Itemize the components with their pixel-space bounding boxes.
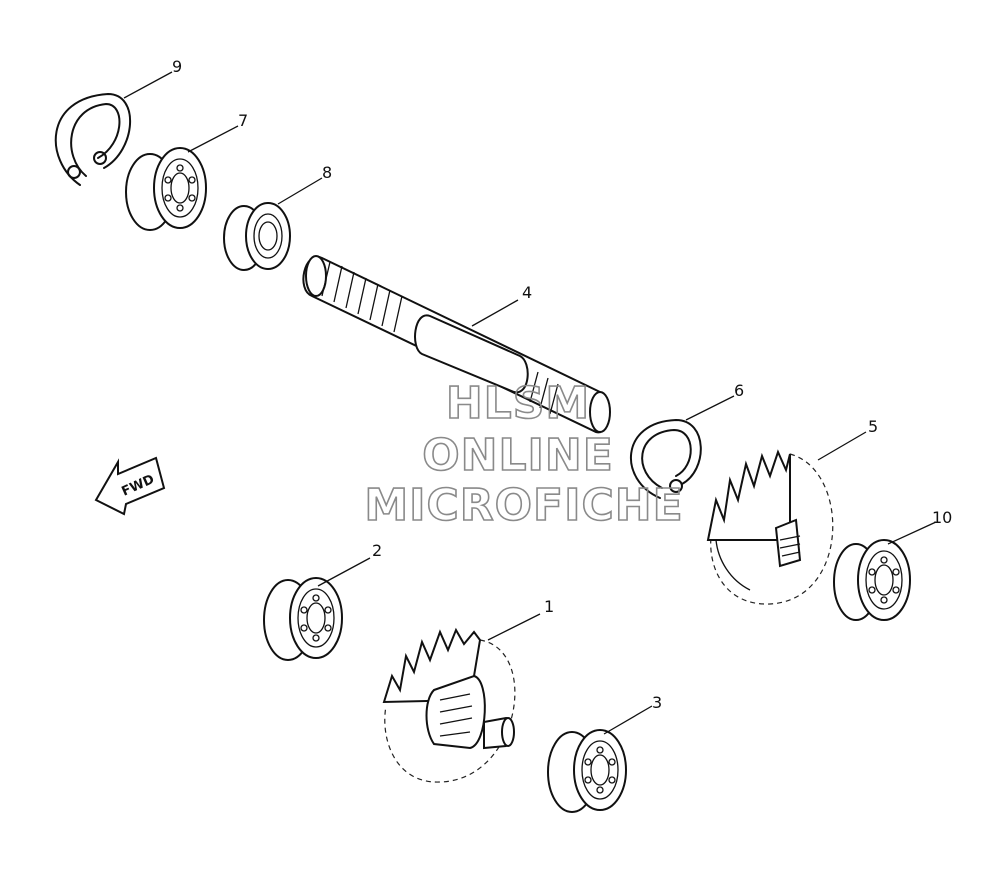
bearing-part-2: [263, 577, 343, 661]
shaft-part-4: [302, 255, 611, 434]
leader-lines: [123, 71, 937, 735]
part-label-3: 3: [652, 693, 662, 712]
oil-seal-part-8: [223, 202, 291, 271]
gear-part-1: [382, 627, 516, 783]
part-label-1: 1: [544, 597, 554, 616]
leader-line-10: [887, 521, 937, 545]
circlip-part-6: [629, 419, 702, 499]
leader-line-4: [471, 299, 519, 327]
watermark-line-1: HLSM: [446, 378, 590, 429]
watermark-line-3: MICROFICHE: [364, 480, 683, 531]
part-label-9: 9: [172, 57, 182, 76]
bearing-part-10: [833, 539, 911, 621]
fwd-direction-arrow: FWD: [94, 456, 166, 516]
leader-line-2: [317, 557, 371, 587]
watermark-line-2: ONLINE: [422, 430, 614, 481]
circlip-part-9: [54, 93, 131, 186]
leader-line-5: [817, 431, 867, 461]
leader-line-6: [685, 395, 735, 421]
part-label-10: 10: [932, 508, 952, 527]
bearing-part-7: [125, 147, 207, 231]
gear-part-5: [706, 449, 834, 605]
part-label-7: 7: [238, 111, 248, 130]
bearing-part-3: [547, 729, 627, 813]
watermark: HLSM ONLINE MICROFICHE: [364, 377, 684, 532]
part-label-6: 6: [734, 381, 744, 400]
leader-line-3: [603, 705, 653, 735]
part-number-labels: 1 2 3 4 5 6 7 8 9 10: [172, 57, 952, 712]
leader-line-9: [123, 71, 173, 99]
leader-line-1: [487, 613, 541, 641]
part-label-8: 8: [322, 163, 332, 182]
part-label-2: 2: [372, 541, 382, 560]
leader-line-8: [277, 177, 323, 205]
leader-line-7: [187, 125, 239, 153]
part-label-4: 4: [522, 283, 532, 302]
part-label-5: 5: [868, 417, 878, 436]
